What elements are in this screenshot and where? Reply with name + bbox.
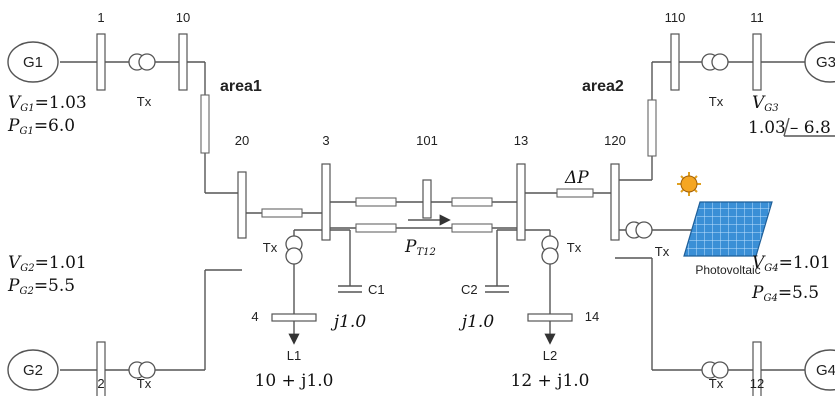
line-segments: [200, 94, 657, 233]
tx-l1-label: Tx: [263, 240, 278, 255]
g4-params: VG4=1.01 PG4=5.5: [751, 253, 831, 304]
tx-l1: [285, 235, 303, 265]
bus-12: [752, 341, 762, 396]
solar-panel-icon: [683, 201, 773, 257]
tx-g1: [128, 53, 156, 71]
bus-10: [178, 33, 188, 91]
transformers: [128, 53, 729, 379]
delta-p-label: ΔP: [564, 168, 589, 188]
load-l1-value: 10 + j1.0: [255, 371, 334, 391]
bus-10-label: 10: [176, 10, 190, 25]
svg-text:PG1=6.0: PG1=6.0: [7, 116, 75, 137]
tx-g3: [701, 53, 729, 71]
g2-label: G2: [23, 362, 43, 379]
generators: [7, 41, 835, 391]
g4-label: G4: [816, 362, 835, 379]
tx-labels: Tx Tx Tx Tx Tx Tx Tx: [137, 94, 724, 391]
tx-l2: [541, 235, 559, 265]
bus-101-label: 101: [416, 133, 438, 148]
bus-1-label: 1: [97, 10, 104, 25]
photovoltaic: [677, 172, 773, 257]
g1-label: G1: [23, 54, 43, 71]
generator-g1: [7, 41, 59, 83]
bus-4-label: 4: [251, 309, 258, 324]
generator-g2: [7, 349, 59, 391]
bus-4: [271, 313, 317, 322]
bus-120: [610, 163, 620, 241]
bus-1: [96, 33, 106, 91]
bus-3-label: 3: [322, 133, 329, 148]
tx-g3-label: Tx: [709, 94, 724, 109]
wiring: [60, 61, 805, 371]
g3-params: VG3 1.03– 6.8: [748, 93, 835, 138]
bus-12-label: 12: [750, 376, 764, 391]
bus-110-label: 110: [665, 10, 686, 25]
area2-label: area2: [582, 78, 624, 95]
c1-label: C1: [368, 282, 385, 297]
area1-label: area1: [220, 78, 262, 95]
bus-2-label: 2: [97, 376, 104, 391]
tx-g2-label: Tx: [137, 376, 152, 391]
generator-g3: [804, 41, 835, 83]
bus-13: [516, 163, 526, 241]
c2-value: j1.0: [458, 312, 494, 332]
buses: [96, 33, 762, 396]
svg-text:VG4=1.01: VG4=1.01: [752, 253, 831, 274]
generator-labels: G1 G2 G3 G4: [23, 54, 835, 379]
g3-label: G3: [816, 54, 835, 71]
c2-label: C2: [461, 282, 478, 297]
tx-g2: [128, 361, 156, 379]
bus-14: [527, 313, 573, 322]
load-l1-label: L1: [287, 348, 301, 363]
svg-text:VG2=1.01: VG2=1.01: [8, 253, 87, 274]
bus-labels: 1 10 2 20 3 4 101 13 14 120 110 11 12: [97, 10, 764, 391]
load-l2-label: L2: [543, 348, 557, 363]
tx-pv: [625, 221, 653, 239]
ptie-label: PT12: [404, 237, 436, 258]
svg-text:PG4=5.5: PG4=5.5: [751, 283, 819, 304]
c1-value: j1.0: [330, 312, 366, 332]
tx-g1-label: Tx: [137, 94, 152, 109]
bus-14-label: 14: [585, 309, 599, 324]
svg-text:PG2=5.5: PG2=5.5: [7, 276, 75, 297]
bus-110: [670, 33, 680, 91]
bus-2: [96, 341, 106, 396]
tx-pv-label: Tx: [655, 244, 670, 259]
svg-text:1.03– 6.8: 1.03– 6.8: [748, 118, 831, 138]
bus-11: [752, 33, 762, 91]
load-l2-value: 12 + j1.0: [511, 371, 590, 391]
sun-icon: [677, 172, 701, 196]
pv-label: Photovoltaic: [695, 263, 760, 277]
bus-11-label: 11: [750, 10, 764, 25]
g1-params: VG1=1.03 PG1=6.0: [7, 93, 87, 137]
svg-text:VG1=1.03: VG1=1.03: [8, 93, 87, 114]
tx-g4-label: Tx: [709, 376, 724, 391]
bus-101: [422, 179, 432, 219]
tx-l2-label: Tx: [567, 240, 582, 255]
svg-text:VG3: VG3: [752, 93, 779, 114]
bus-3: [321, 163, 331, 241]
bus-120-label: 120: [604, 133, 626, 148]
g2-params: VG2=1.01 PG2=5.5: [7, 253, 87, 297]
bus-13-label: 13: [514, 133, 528, 148]
generator-g4: [804, 349, 835, 391]
tx-g4: [701, 361, 729, 379]
bus-20-label: 20: [235, 133, 249, 148]
bus-20: [237, 171, 247, 239]
